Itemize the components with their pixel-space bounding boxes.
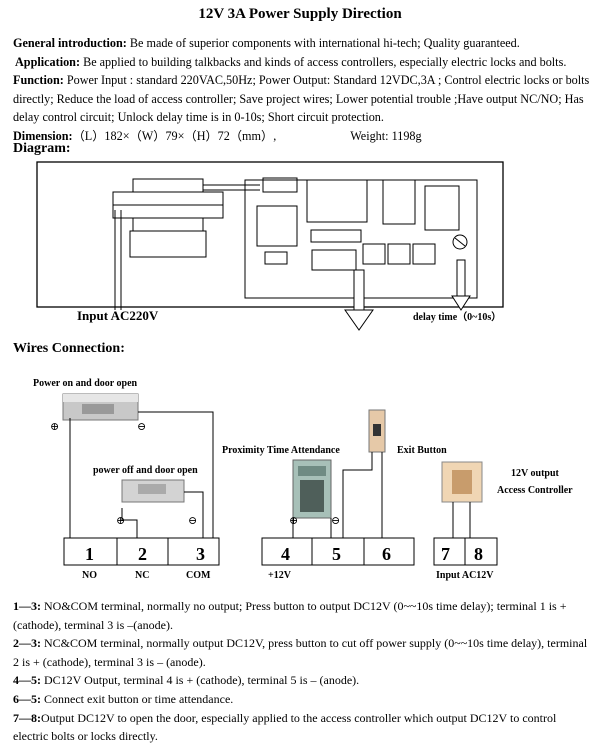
label-com: COM [186, 570, 211, 581]
transformer-icon [112, 178, 224, 258]
power-on-label: Power on and door open [33, 378, 138, 389]
delay-arrow-icon [451, 259, 471, 311]
access-controller-icon [441, 461, 483, 503]
terminal-1: 1 [85, 544, 94, 564]
intro-section: General introduction: Be made of superio… [13, 34, 590, 145]
diagram-heading: Diagram: [13, 141, 71, 156]
terminal-block-2 [261, 537, 415, 566]
notes-section: 1—3: NO&COM terminal, normally no output… [13, 597, 590, 746]
plus-symbol-1: ⊕ [50, 421, 59, 433]
terminal-6: 6 [382, 544, 391, 564]
label-input-ac: Input AC12V [436, 570, 494, 581]
input-label: Input AC220V [77, 308, 159, 323]
output-label-1: 12V output [511, 468, 560, 479]
plus-symbol-3: ⊕ [289, 515, 298, 527]
time-attendance-device-icon [292, 459, 332, 519]
terminal-4: 4 [281, 544, 290, 564]
minus-symbol-1: ⊖ [137, 421, 146, 433]
minus-symbol-3: ⊖ [331, 515, 340, 527]
proximity-label: Proximity Time Attendance [222, 445, 340, 456]
terminal-5: 5 [332, 544, 341, 564]
terminal-8: 8 [474, 544, 483, 564]
note-4: 6—5: Connect exit button or time attenda… [13, 691, 234, 706]
note-3: 4—5: DC12V Output, terminal 4 is + (cath… [13, 673, 360, 688]
output-label-2: Access Controller [497, 485, 573, 496]
exit-label: Exit Button [397, 445, 447, 456]
function: Function: Power Input : standard 220VAC,… [13, 73, 590, 124]
power-supply-diagram: Input AC220V delay time（0~10s） [36, 161, 504, 331]
label-no: NO [82, 570, 97, 581]
general-intro: General introduction: Be made of superio… [13, 36, 520, 50]
output-arrow-icon [344, 269, 374, 331]
electric-bolt-icon [121, 479, 185, 503]
terminal-block-1 [63, 537, 220, 566]
note-1: 1—3: NO&COM terminal, normally no output… [13, 599, 567, 632]
label-nc: NC [135, 570, 149, 581]
wires-diagram: Power on and door open ⊕ ⊖ power off and… [33, 378, 573, 581]
delay-knob-icon [452, 234, 468, 250]
wires-heading: Wires Connection: [13, 341, 125, 356]
exit-button-icon [368, 409, 386, 453]
terminal-7: 7 [441, 544, 450, 564]
plus-symbol-2: ⊕ [116, 515, 125, 527]
supply-case [36, 161, 504, 308]
note-2: 2—3: NC&COM terminal, normally output DC… [13, 636, 588, 669]
minus-symbol-2: ⊖ [188, 515, 197, 527]
dimension: Dimension:（L）182×（W）79×（H）72（mm）,Weight:… [13, 128, 422, 143]
note-5: 7—8:Output DC12V to open the door, espec… [13, 710, 557, 744]
terminal-block-3 [433, 537, 498, 566]
application: Application: Be applied to building talk… [15, 54, 567, 69]
electric-lock-icon [62, 393, 139, 421]
delay-label: delay time（0~10s） [413, 310, 501, 323]
terminal-3: 3 [196, 544, 205, 564]
label-12v: +12V [268, 570, 292, 581]
terminal-2: 2 [138, 544, 147, 564]
page-title: 12V 3A Power Supply Direction [198, 6, 402, 22]
power-off-label: power off and door open [93, 465, 198, 476]
